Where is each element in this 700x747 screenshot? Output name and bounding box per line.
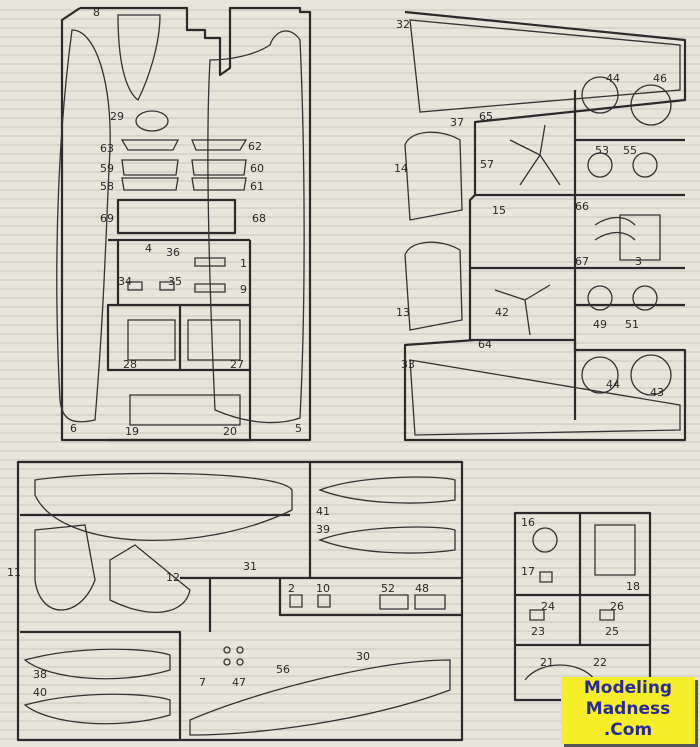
part-label: 19	[125, 425, 139, 438]
part-label: 28	[123, 358, 137, 371]
part-label: 34	[118, 275, 132, 288]
part-label: 26	[610, 600, 624, 613]
part-label: 3	[635, 255, 642, 268]
part-label: 65	[479, 110, 493, 123]
part-label: 57	[480, 158, 494, 171]
part-label: 1	[240, 257, 247, 270]
part-label: 25	[605, 625, 619, 638]
part-label: 36	[166, 246, 180, 259]
part-label: 18	[626, 580, 640, 593]
part-label: 10	[316, 582, 330, 595]
part-label: 11	[7, 566, 21, 579]
part-label: 67	[575, 255, 589, 268]
logo-line: Modeling	[583, 678, 673, 698]
part-label: 64	[478, 338, 492, 351]
part-label: 20	[223, 425, 237, 438]
part-label: 49	[593, 318, 607, 331]
part-label: 43	[650, 386, 664, 399]
part-label: 59	[100, 162, 114, 175]
sprue-b	[403, 10, 687, 442]
part-label: 40	[33, 686, 47, 699]
part-label: 15	[492, 204, 506, 217]
part-label: 31	[243, 560, 257, 573]
part-label: 48	[415, 582, 429, 595]
part-label: 44	[606, 378, 620, 391]
part-label: 39	[316, 523, 330, 536]
part-label: 4	[145, 242, 152, 255]
part-label: 5	[295, 422, 302, 435]
part-label: 32	[396, 18, 410, 31]
part-label: 44	[606, 72, 620, 85]
part-label: 16	[521, 516, 535, 529]
part-label: 41	[316, 505, 330, 518]
part-label: 29	[110, 110, 124, 123]
part-label: 6	[70, 422, 77, 435]
logo-line: Madness	[585, 699, 671, 719]
logo-line: .Com	[603, 720, 653, 740]
part-label: 21	[540, 656, 554, 669]
part-label: 13	[396, 306, 410, 319]
part-label: 61	[250, 180, 264, 193]
part-label: 17	[521, 565, 535, 578]
part-label: 63	[100, 142, 114, 155]
part-label: 51	[625, 318, 639, 331]
part-label: 53	[595, 144, 609, 157]
modeling-madness-logo: Modeling Madness .Com	[561, 677, 695, 744]
part-label: 22	[593, 656, 607, 669]
part-label: 56	[276, 663, 290, 676]
part-label: 7	[199, 676, 206, 689]
sprue-c	[16, 460, 464, 742]
part-label: 14	[394, 162, 408, 175]
part-label: 66	[575, 200, 589, 213]
part-label: 52	[381, 582, 395, 595]
sprue-a	[56, 6, 312, 442]
part-label: 33	[401, 358, 415, 371]
part-label: 24	[541, 600, 555, 613]
part-label: 37	[450, 116, 464, 129]
part-label: 23	[531, 625, 545, 638]
part-label: 60	[250, 162, 264, 175]
part-label: 12	[166, 571, 180, 584]
part-labels: 8 29 63 59 58 69 62 60 61 68 4 36 1 34 3…	[7, 6, 667, 699]
part-label: 62	[248, 140, 262, 153]
part-label: 2	[288, 582, 295, 595]
background-text-lines	[0, 9, 700, 740]
part-label: 58	[100, 180, 114, 193]
part-label: 35	[168, 275, 182, 288]
part-label: 27	[230, 358, 244, 371]
part-label: 30	[356, 650, 370, 663]
part-label: 38	[33, 668, 47, 681]
part-label: 46	[653, 72, 667, 85]
part-label: 68	[252, 212, 266, 225]
part-label: 8	[93, 6, 100, 19]
part-label: 42	[495, 306, 509, 319]
part-label: 47	[232, 676, 246, 689]
part-label: 69	[100, 212, 114, 225]
part-label: 9	[240, 283, 247, 296]
part-label: 55	[623, 144, 637, 157]
